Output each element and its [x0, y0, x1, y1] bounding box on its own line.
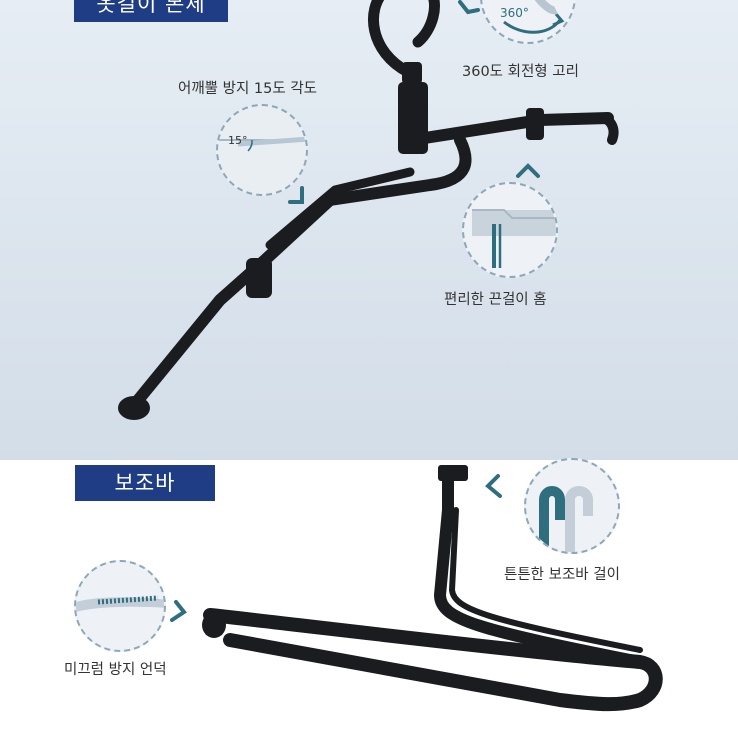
angle-label: 어깨뿔 방지 15도 각도: [178, 81, 317, 97]
rotation-label: 360도 회전형 고리: [462, 64, 579, 80]
upper-bar-tip: [595, 113, 619, 145]
support-bar-hook-top: [438, 465, 468, 481]
support-bar-inner: [449, 507, 643, 653]
support-bar-illustration: [202, 465, 663, 712]
diagonal-arm: [124, 194, 336, 416]
arm-joint: [246, 258, 272, 298]
slip-diagram: [76, 595, 164, 612]
support-label: 튼튼한 보조바 걸이: [504, 567, 620, 583]
slip-detail-circle: [74, 560, 166, 652]
top-section-background: [0, 0, 738, 460]
support-bar-outer: [203, 608, 663, 712]
groove-detail-circle: [462, 182, 558, 278]
support-bar-vertical: [434, 469, 646, 668]
support-bar-tip: [202, 612, 226, 638]
main-body-header: 옷걸이 본체: [74, 0, 228, 22]
support-bar-header-text: 보조바: [114, 471, 176, 495]
angle-detail-circle: 15°: [216, 104, 308, 196]
slip-label: 미끄럼 방지 언덕: [64, 662, 167, 678]
angle-pointer-icon: [288, 186, 304, 204]
rotation-arrow-icon: [503, 0, 565, 34]
upper-bar: [406, 112, 614, 146]
groove-pointer-icon: [516, 163, 540, 178]
angle-diagram: [218, 136, 306, 152]
rotation-badge: 360°: [500, 6, 529, 20]
groove-label: 편리한 끈걸이 홈: [444, 292, 547, 308]
support-bar-header: 보조바: [75, 465, 215, 501]
angle-badge: 15°: [228, 134, 248, 147]
slip-pointer-icon: [170, 600, 187, 622]
hanger-body-illustration: [118, 0, 619, 420]
body-curve: [324, 134, 472, 206]
main-body-header-text: 옷걸이 본체: [96, 0, 206, 16]
hook-cap: [402, 62, 422, 84]
bar-clip: [526, 108, 544, 140]
groove-diagram: [472, 209, 556, 268]
support-pointer-icon: [485, 474, 502, 498]
support-hook-diagram: [539, 486, 593, 552]
rotation-pointer-icon: [458, 0, 480, 15]
hook-joint: [398, 82, 428, 154]
diagonal-arm-inner: [265, 167, 415, 250]
rotating-hook: [367, 0, 440, 78]
support-detail-circle: [524, 458, 620, 554]
arm-tip: [118, 396, 150, 420]
